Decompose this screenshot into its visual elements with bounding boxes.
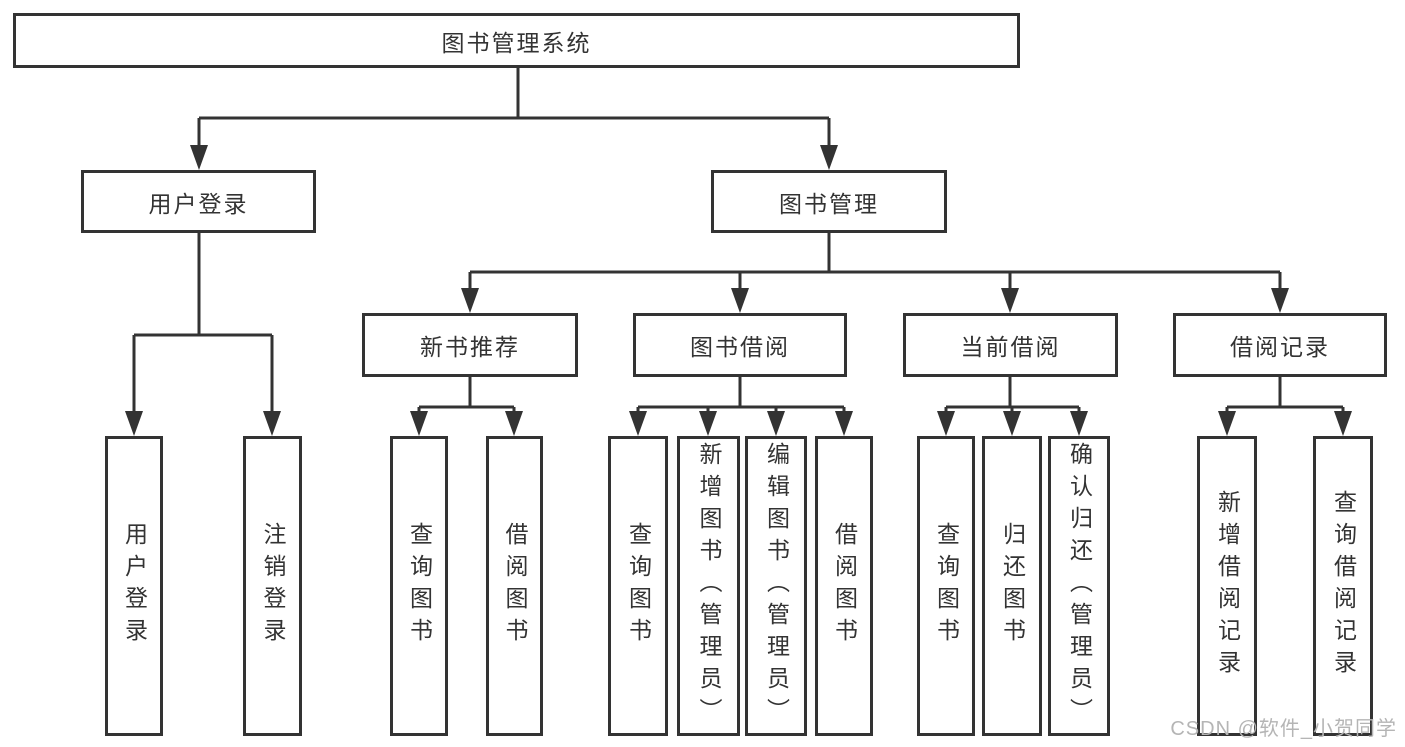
connector-book-mgmt-group — [468, 233, 1282, 289]
leaf-borrow-books-recommend: 借阅图书 — [486, 436, 543, 736]
node-user-login: 用户登录 — [81, 170, 316, 233]
node-current-borrow: 当前借阅 — [903, 313, 1118, 377]
leaf-query-books-borrow: 查询图书 — [608, 436, 668, 736]
leaf-user-login: 用户登录 — [105, 436, 163, 736]
connector-borrow-group — [636, 377, 846, 412]
arrowheads — [125, 145, 1352, 436]
node-new-book-recommend: 新书推荐 — [362, 313, 578, 377]
connector-root-to-level2 — [197, 68, 831, 146]
csdn-watermark: CSDN @软件_小贺同学 — [1170, 718, 1397, 740]
leaf-borrow-books: 借阅图书 — [815, 436, 873, 736]
leaf-confirm-return-admin: 确认归还（管理员） — [1048, 436, 1110, 736]
leaf-query-books-recommend: 查询图书 — [390, 436, 448, 736]
leaf-return-books: 归还图书 — [982, 436, 1042, 736]
connector-user-login-group — [132, 233, 274, 412]
leaf-add-borrow-record: 新增借阅记录 — [1197, 436, 1257, 736]
connector-current-group — [944, 377, 1081, 412]
leaf-edit-books-admin: 编辑图书（管理员） — [745, 436, 807, 736]
node-borrow-records: 借阅记录 — [1173, 313, 1387, 377]
leaf-query-borrow-record: 查询借阅记录 — [1313, 436, 1373, 736]
leaf-query-books-current: 查询图书 — [917, 436, 975, 736]
connector-new-books-group — [417, 377, 516, 412]
node-book-management: 图书管理 — [711, 170, 947, 233]
leaf-add-books-admin: 新增图书（管理员） — [677, 436, 740, 736]
node-book-borrow: 图书借阅 — [633, 313, 847, 377]
connector-records-group — [1225, 377, 1345, 412]
leaf-logout: 注销登录 — [243, 436, 302, 736]
node-library-system: 图书管理系统 — [13, 13, 1020, 68]
